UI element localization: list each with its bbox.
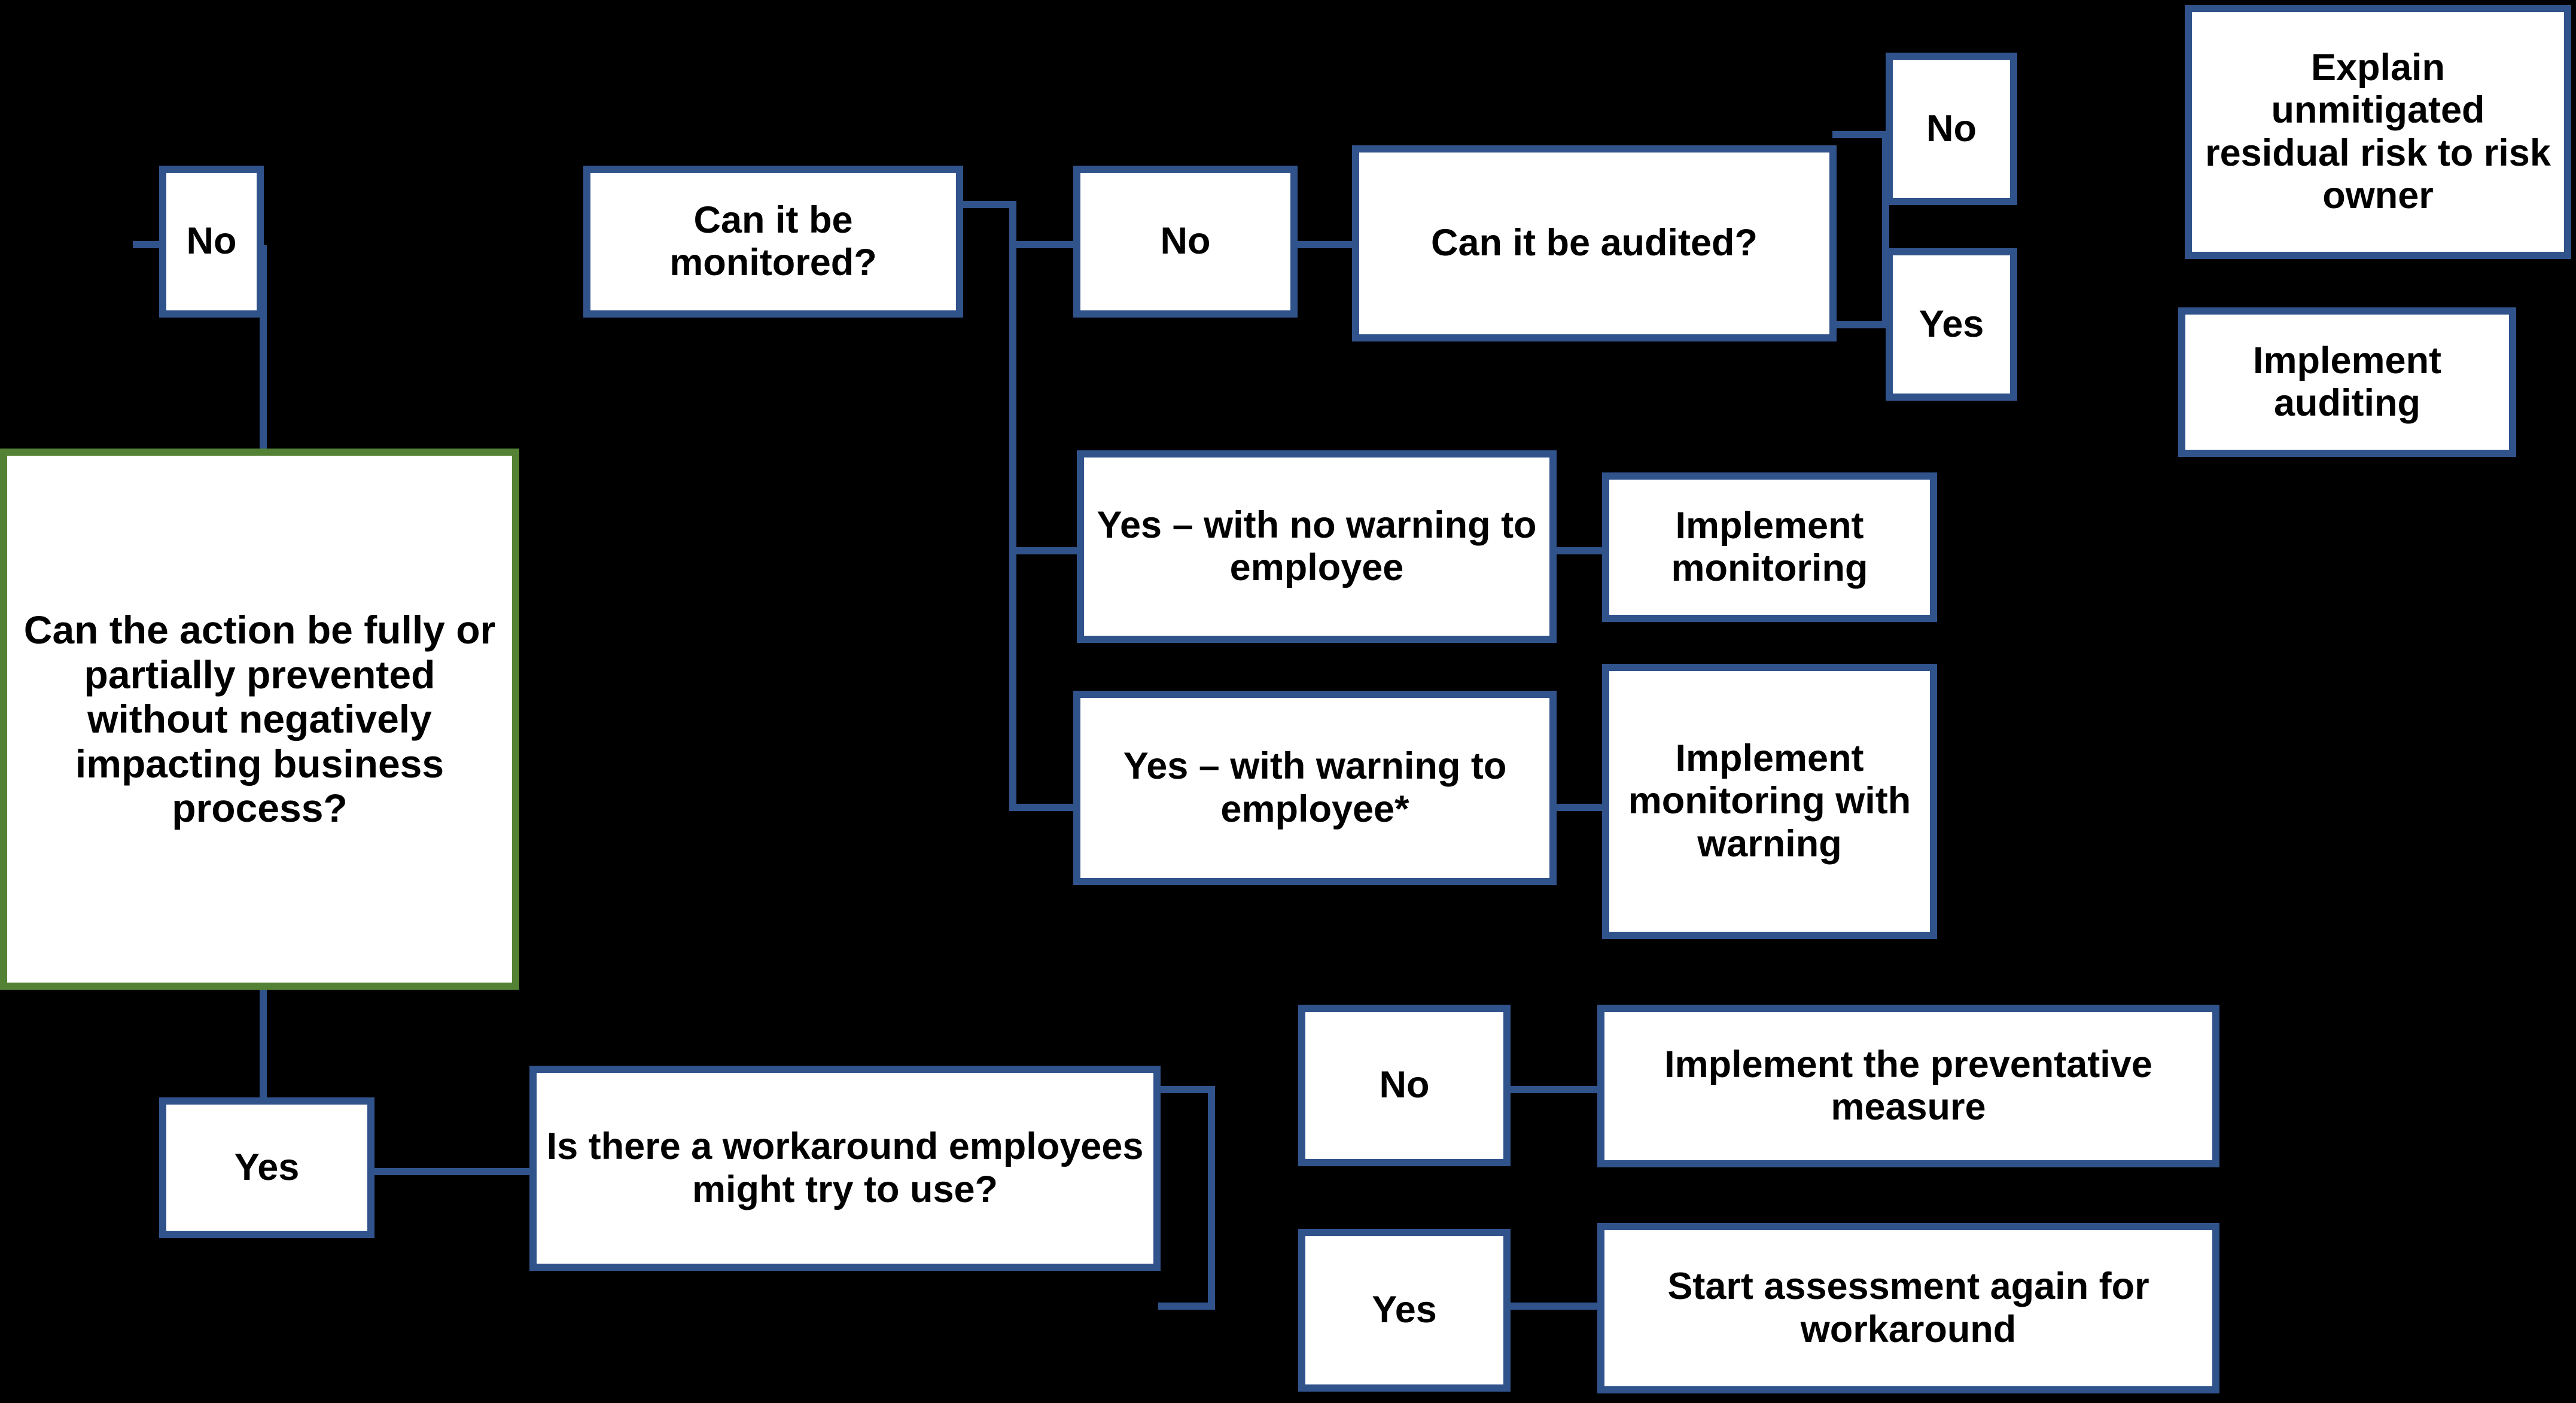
edge-main-question-to-yes: [260, 988, 267, 1108]
node-yes-main[interactable]: Yes: [159, 1097, 374, 1238]
node-label: Start assessment again for workaround: [1667, 1265, 2149, 1350]
edge-trunk-to-yes-no-warning: [1009, 547, 1081, 554]
node-label: No: [186, 220, 237, 263]
node-label: No: [1379, 1064, 1430, 1106]
node-explain-unmitigated-risk[interactable]: Explain unmitigated residual risk to ris…: [2185, 5, 2571, 259]
node-no-workaround[interactable]: No: [1298, 1005, 1511, 1166]
node-can-it-be-monitored[interactable]: Can it be monitored?: [583, 166, 963, 318]
edge-trunk-to-no-monitor: [1009, 241, 1077, 248]
edge-audited-right-stub-bottom: [1832, 321, 1889, 328]
edge-audited-right-stub-top: [1832, 131, 1889, 138]
node-label: Implement monitoring: [1671, 504, 1868, 589]
node-yes-with-warning[interactable]: Yes – with warning to employee*: [1073, 691, 1557, 885]
node-label: Yes – with warning to employee*: [1123, 745, 1507, 830]
edge-workaround-right-stub-top: [1158, 1086, 1215, 1093]
edge-workaround-right-stub-bottom: [1158, 1303, 1215, 1310]
edge-monitored-right-stub: [960, 201, 1016, 208]
node-label: Implement monitoring with warning: [1628, 737, 1911, 865]
node-can-it-be-audited[interactable]: Can it be audited?: [1352, 145, 1837, 341]
node-label: Is there a workaround employees might tr…: [546, 1126, 1144, 1210]
node-label: Yes: [1919, 303, 1984, 345]
node-implement-monitoring[interactable]: Implement monitoring: [1602, 472, 1937, 622]
node-no-audit[interactable]: No: [1886, 53, 2017, 205]
node-label: Can the action be fully or partially pre…: [23, 608, 496, 831]
node-implement-auditing[interactable]: Implement auditing: [2178, 307, 2516, 457]
edge-yeswarning-to-monitoring-warning: [1554, 804, 1605, 811]
node-yes-workaround[interactable]: Yes: [1298, 1229, 1511, 1392]
node-yes-with-no-warning[interactable]: Yes – with no warning to employee: [1077, 450, 1557, 643]
node-yes-audit[interactable]: Yes: [1886, 248, 2017, 401]
node-main-question[interactable]: Can the action be fully or partially pre…: [0, 449, 519, 990]
node-label: Explain unmitigated residual risk to ris…: [2205, 47, 2551, 216]
node-label: Implement auditing: [2252, 339, 2442, 424]
node-start-assessment-again[interactable]: Start assessment again for workaround: [1597, 1223, 2219, 1393]
edge-yes-workaround-to-reassess: [1508, 1303, 1600, 1310]
edge-no-workaround-to-preventative: [1508, 1086, 1600, 1093]
node-label: No: [1160, 220, 1211, 263]
node-implement-monitoring-with-warning[interactable]: Implement monitoring with warning: [1602, 664, 1937, 939]
edge-no-monitor-to-audited: [1295, 241, 1354, 248]
node-label: Yes: [234, 1146, 300, 1188]
node-label: Yes – with no warning to employee: [1097, 504, 1537, 588]
node-implement-preventative-measure[interactable]: Implement the preventative measure: [1597, 1005, 2219, 1167]
edge-yes-to-workaround: [372, 1168, 531, 1175]
node-label: Can it be audited?: [1430, 222, 1758, 264]
node-no-top-left[interactable]: No: [159, 166, 264, 318]
node-no-monitor[interactable]: No: [1073, 166, 1298, 318]
edge-yesnowarning-to-monitoring: [1554, 547, 1605, 554]
edge-monitored-trunk: [1009, 201, 1016, 811]
node-is-there-workaround[interactable]: Is there a workaround employees might tr…: [529, 1066, 1161, 1271]
node-label: Can it be monitored?: [669, 199, 877, 283]
node-label: No: [1926, 107, 1977, 150]
node-label: Yes: [1372, 1289, 1437, 1331]
node-label: Implement the preventative measure: [1664, 1043, 2152, 1128]
edge-trunk-to-yes-warning: [1009, 804, 1081, 811]
edge-workaround-trunk: [1208, 1086, 1215, 1307]
